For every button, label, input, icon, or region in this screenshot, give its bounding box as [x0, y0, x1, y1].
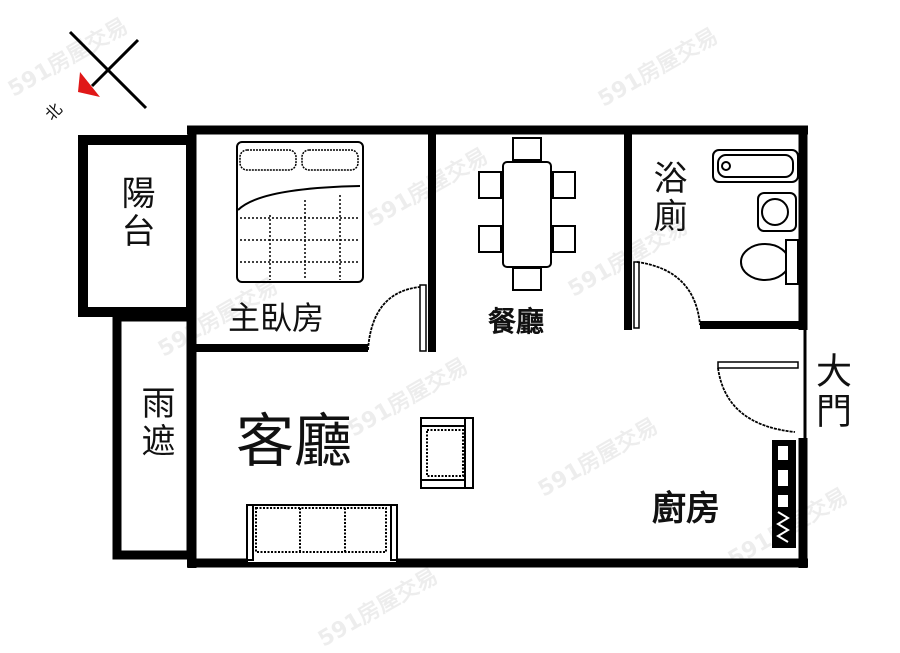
room-label-main-door: 大門 — [810, 352, 851, 432]
room-label-master-bedroom: 主臥房 — [228, 299, 325, 337]
room-label-balcony: 陽台 — [115, 175, 155, 251]
compass-icon — [68, 30, 148, 110]
room-label-kitchen: 廚房 — [652, 489, 720, 529]
interior-walls — [192, 130, 807, 352]
sofa-icon — [246, 504, 398, 564]
room-label-bathroom: 浴廁 — [647, 160, 687, 236]
sink-icon — [757, 192, 797, 232]
dining-table-icon — [478, 137, 576, 291]
room-label-canopy: 雨遮 — [135, 385, 175, 461]
room-label-living: 客廳 — [236, 407, 353, 475]
toilet-icon — [740, 239, 799, 285]
armchair-icon — [420, 417, 474, 489]
bed-icon — [236, 141, 364, 283]
kitchen-counter-icon — [772, 440, 796, 548]
bathtub-icon — [712, 149, 799, 183]
room-label-dining: 餐廳 — [488, 305, 545, 338]
